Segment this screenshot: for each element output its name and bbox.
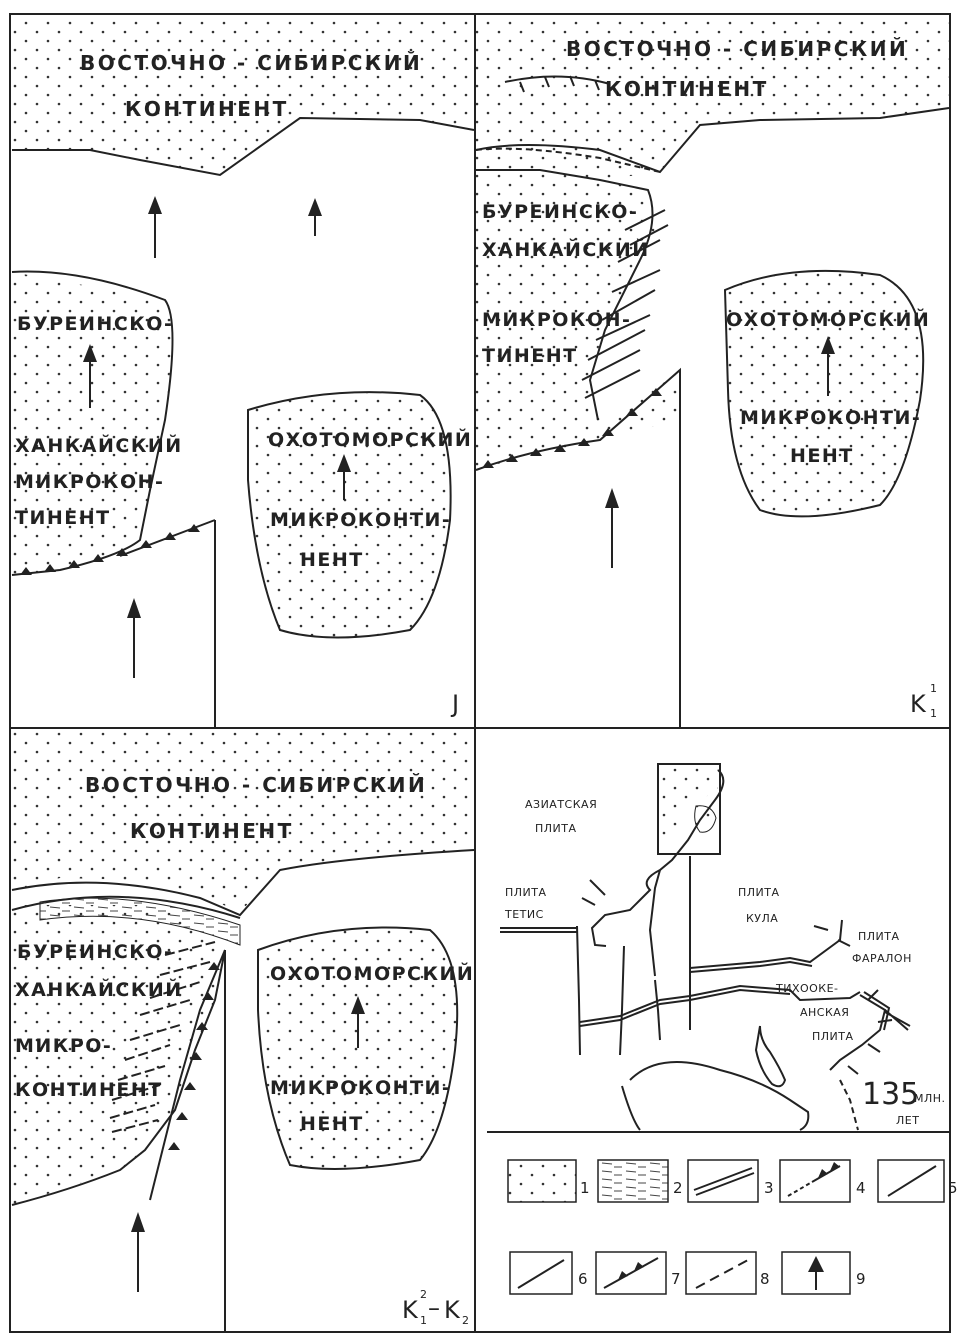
- okhotsk-label-k1-1: ОХОТОМОРСКИЙ: [726, 308, 930, 331]
- age-label-k2-sep: –: [428, 1294, 440, 1322]
- pacific-plate-label-2: АНСКАЯ: [800, 1006, 849, 1019]
- tethys-plate-label-2: ТЕТИС: [504, 908, 544, 921]
- continent-label-k2-2: КОНТИНЕНТ: [130, 819, 294, 843]
- age-label-k1: K: [910, 690, 927, 718]
- legend-item-4: 4: [780, 1160, 866, 1202]
- panel-k1: ВОСТОЧНО - СИБИРСКИЙ КОНТИНЕНТ БУРЕИНСКО…: [476, 16, 949, 728]
- inset-age-value: 135: [862, 1077, 919, 1112]
- tethys-plate-label-1: ПЛИТА: [505, 886, 547, 899]
- pacific-plate-label-1: ТИХООКЕ-: [775, 982, 839, 995]
- svg-text:2: 2: [673, 1179, 683, 1197]
- kula-plate-label-1: ПЛИТА: [738, 886, 780, 899]
- bureya-label-k1-2: ХАНКАЙСКИЙ: [482, 238, 650, 261]
- age-label-k1-sub: 1: [930, 707, 937, 720]
- age-label-j: J: [450, 690, 459, 718]
- legend-item-1: 1: [508, 1160, 590, 1202]
- okhotsk-label-k2-1: ОХОТОМОРСКИЙ: [270, 962, 474, 985]
- svg-text:7: 7: [671, 1270, 681, 1288]
- okhotsk-label-3: НЕНТ: [300, 549, 364, 571]
- age-label-k2-a-sub: 1: [420, 1314, 427, 1327]
- svg-text:8: 8: [760, 1270, 770, 1288]
- bureya-label-k2-1: БУРЕИНСКО-: [17, 941, 173, 963]
- bureya-label-k1-1: БУРЕИНСКО-: [482, 201, 638, 223]
- asian-plate-label-1: АЗИАТСКАЯ: [525, 798, 597, 811]
- okhotsk-label-k1-3: НЕНТ: [790, 445, 854, 467]
- continent-label-k1-1: ВОСТОЧНО - СИБИРСКИЙ: [566, 37, 908, 61]
- continent-label-k1-2: КОНТИНЕНТ: [605, 77, 769, 101]
- inset-age-unit-2: ЛЕТ: [896, 1114, 919, 1127]
- continent-label-2: КОНТИНЕНТ: [125, 97, 289, 121]
- age-label-k2-a: K: [402, 1296, 419, 1324]
- kula-plate-label-2: КУЛА: [746, 912, 778, 925]
- bureya-label-4: ТИНЕНТ: [15, 507, 111, 529]
- bureya-label-k2-3: МИКРО-: [15, 1035, 112, 1057]
- pacific-plate-label-3: ПЛИТА: [812, 1030, 854, 1043]
- okhotsk-label-k1-2: МИКРОКОНТИ-: [740, 407, 921, 429]
- age-label-k1-sup: 1: [930, 682, 937, 695]
- legend-item-2: 2: [598, 1160, 683, 1202]
- svg-text:6: 6: [578, 1270, 588, 1288]
- bureya-label-k1-4: ТИНЕНТ: [482, 345, 578, 367]
- bureya-label-k1-3: МИКРОКОН-: [482, 309, 631, 331]
- legend-item-8: 8: [686, 1252, 770, 1294]
- legend-item-5: 5: [878, 1160, 958, 1202]
- bureya-label-k2-4: КОНТИНЕНТ: [15, 1079, 163, 1101]
- age-label-k2-a-sup: 2: [420, 1288, 427, 1301]
- farallon-plate-label-2: ФАРАЛОН: [852, 952, 912, 965]
- legend-item-6: 6: [510, 1252, 588, 1294]
- svg-text:1: 1: [580, 1179, 590, 1197]
- asian-plate-label-2: ПЛИТА: [535, 822, 577, 835]
- inset-plate-map: АЗИАТСКАЯ ПЛИТА ПЛИТА ТЕТИС ПЛИТА КУЛА П…: [500, 764, 946, 1130]
- bureya-label-2: ХАНКАЙСКИЙ: [15, 434, 183, 457]
- plate-boundaries: [500, 856, 910, 1130]
- legend-item-3: 3: [688, 1160, 774, 1202]
- inset-age-unit: МЛН.: [914, 1092, 946, 1105]
- svg-text:3: 3: [764, 1179, 774, 1197]
- continent-label-1: ВОСТОЧНО - СИБИРСКИЙ: [80, 51, 422, 75]
- legend: 1 2 3 4 5 6: [508, 1160, 958, 1294]
- okhotsk-label-1: ОХОТОМОРСКИЙ: [268, 428, 472, 451]
- bureya-label-3: МИКРОКОН-: [15, 471, 164, 493]
- age-label-k2-b-sub: 2: [462, 1314, 469, 1327]
- svg-text:9: 9: [856, 1270, 866, 1288]
- east-siberian-continent-shape: [12, 16, 474, 175]
- legend-item-7: 7: [596, 1252, 681, 1294]
- svg-text:4: 4: [856, 1179, 866, 1197]
- okhotsk-label-2: МИКРОКОНТИ-: [270, 509, 451, 531]
- panel-j: ВОСТОЧНО - СИБИРСКИЙ КОНТИНЕНТ БУРЕИНСКО…: [12, 16, 474, 728]
- svg-text:5: 5: [948, 1179, 958, 1197]
- legend-item-9: 9: [782, 1252, 866, 1294]
- okhotsk-label-k2-2: МИКРОКОНТИ-: [270, 1077, 451, 1099]
- okhotsk-microcontinent-shape-k1: [725, 271, 923, 517]
- age-label-k2-b: K: [444, 1296, 461, 1324]
- continent-label-k2-1: ВОСТОЧНО - СИБИРСКИЙ: [85, 773, 427, 797]
- bureya-label-1: БУРЕИНСКО-: [17, 313, 173, 335]
- bureya-label-k2-2: ХАНКАЙСКИЙ: [15, 978, 183, 1001]
- okhotsk-label-k2-3: НЕНТ: [300, 1113, 364, 1135]
- panel-k2: ВОСТОЧНО - СИБИРСКИЙ КОНТИНЕНТ БУРЕИНСКО…: [12, 730, 474, 1332]
- farallon-plate-label-1: ПЛИТА: [858, 930, 900, 943]
